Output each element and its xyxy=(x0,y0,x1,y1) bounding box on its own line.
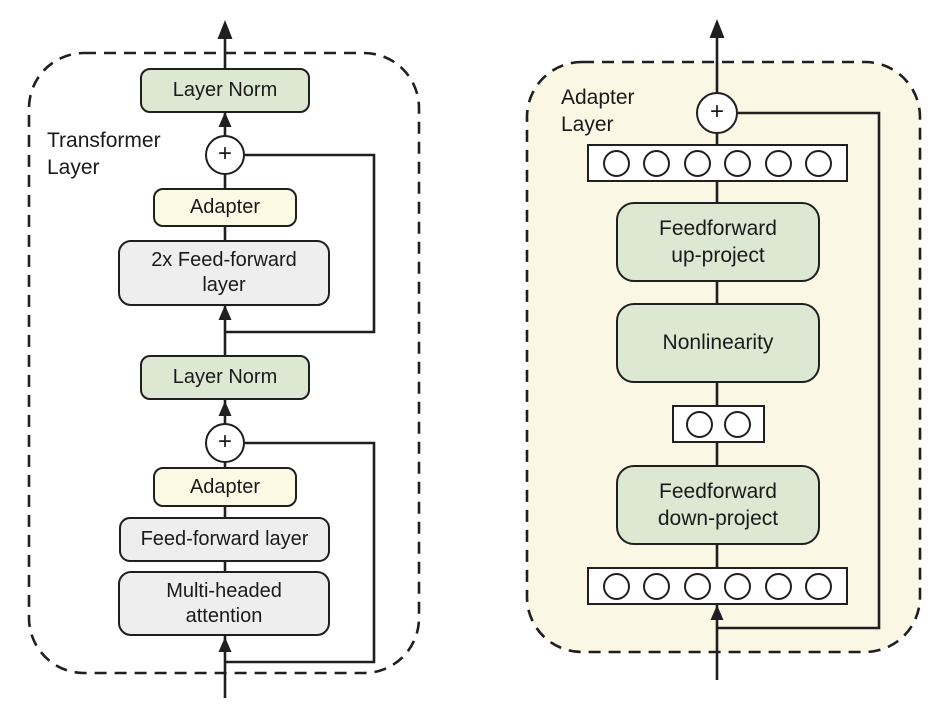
feed-forward-2x-label-line2: layer xyxy=(202,274,246,296)
left-lower-residual-line xyxy=(225,441,376,664)
hidden-unit-circle xyxy=(683,149,711,177)
hidden-unit-circle xyxy=(643,149,671,177)
bottom-hidden-units-row xyxy=(587,567,848,605)
left-upper-residual-line xyxy=(225,153,376,334)
hidden-unit-circle xyxy=(805,149,833,177)
right-residual-line xyxy=(717,111,881,630)
layer-norm-top-label: Layer Norm xyxy=(172,79,278,101)
arrowhead-into-top-layernorm xyxy=(218,112,232,127)
arrowhead-into-2x-feedforward xyxy=(218,305,232,320)
plus-icon: + xyxy=(709,98,724,125)
adapter-layer-label: Adapter Layer xyxy=(561,85,635,139)
hidden-unit-circle xyxy=(602,572,630,600)
feed-forward-box: Feed-forward layer xyxy=(119,517,330,562)
top-hidden-units-row xyxy=(587,144,848,182)
hidden-unit-circle xyxy=(685,410,713,438)
hidden-unit-circle xyxy=(805,572,833,600)
left-output-arrowhead xyxy=(217,20,233,39)
hidden-unit-circle xyxy=(724,410,752,438)
feedforward-down-project-label-line2: down-project xyxy=(657,507,779,530)
layer-norm-bottom-box: Layer Norm xyxy=(140,355,310,400)
adapter-bottom-box: Adapter xyxy=(153,467,297,507)
residual-add-circle-top-left: + xyxy=(205,135,245,175)
feedforward-up-project-label-line1: Feedforward xyxy=(659,216,777,240)
feedforward-up-project-label-line2: up-project xyxy=(671,244,765,267)
feed-forward-label: Feed-forward layer xyxy=(140,528,309,550)
multi-headed-attention-label-line1: Multi-headed xyxy=(166,579,282,602)
feed-forward-2x-box: 2x Feed-forward layer xyxy=(118,240,330,306)
plus-icon: + xyxy=(217,140,232,167)
feedforward-up-project-box: Feedforward up-project xyxy=(616,202,820,282)
multi-headed-attention-box: Multi-headed attention xyxy=(118,571,330,636)
arrowhead-into-bottom-layernorm xyxy=(218,401,232,416)
right-output-arrowhead xyxy=(709,19,725,38)
hidden-unit-circle xyxy=(724,149,752,177)
nonlinearity-box: Nonlinearity xyxy=(616,303,820,383)
arrowhead-into-bottom-node-row xyxy=(710,605,724,620)
hidden-unit-circle xyxy=(602,149,630,177)
hidden-unit-circle xyxy=(764,149,792,177)
bottleneck-hidden-units-row xyxy=(672,405,765,443)
nonlinearity-label: Nonlinearity xyxy=(662,331,774,355)
adapter-top-box: Adapter xyxy=(153,188,297,227)
feed-forward-2x-label-line1: 2x Feed-forward xyxy=(151,249,297,271)
feedforward-down-project-box: Feedforward down-project xyxy=(616,465,820,545)
transformer-layer-label-line2: Layer xyxy=(47,155,100,179)
hidden-unit-circle xyxy=(724,572,752,600)
hidden-unit-circle xyxy=(683,572,711,600)
transformer-layer-label-line1: Transformer xyxy=(47,129,161,152)
multi-headed-attention-label-line2: attention xyxy=(185,604,263,627)
hidden-unit-circle xyxy=(764,572,792,600)
adapter-bottom-label: Adapter xyxy=(189,475,261,498)
hidden-unit-circle xyxy=(643,572,671,600)
adapter-layer-label-line2: Layer xyxy=(561,112,614,136)
layer-norm-bottom-label: Layer Norm xyxy=(172,366,278,388)
transformer-layer-label: Transformer Layer xyxy=(47,128,161,182)
feedforward-down-project-label-line1: Feedforward xyxy=(659,479,777,503)
plus-icon: + xyxy=(217,428,232,455)
adapter-top-label: Adapter xyxy=(189,196,261,218)
residual-add-circle-bottom-left: + xyxy=(205,423,245,463)
adapter-layer-label-line1: Adapter xyxy=(561,86,635,109)
layer-norm-top-box: Layer Norm xyxy=(140,68,310,113)
arrowhead-into-multihead-attention xyxy=(218,637,232,652)
residual-add-circle-right: + xyxy=(696,92,738,134)
